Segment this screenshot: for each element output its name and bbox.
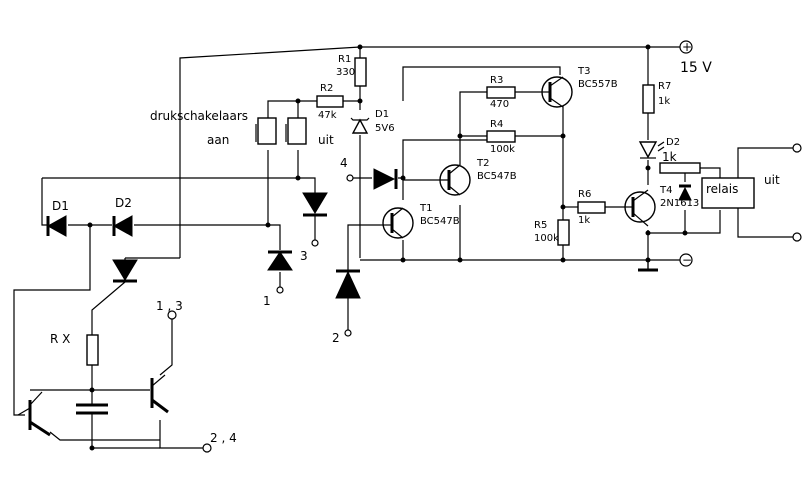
left-d2-diode bbox=[112, 215, 133, 237]
supply-label: 15 V bbox=[680, 60, 712, 76]
t4-type: 2N1613 bbox=[660, 198, 699, 209]
r6-resistor bbox=[577, 201, 606, 214]
out-right-label: uit bbox=[764, 173, 780, 187]
left-d1-label: D1 bbox=[52, 199, 69, 213]
t2-name: T2 bbox=[476, 158, 489, 169]
wires bbox=[13, 46, 795, 449]
r4-value: 100k bbox=[490, 144, 515, 155]
r2-value: 47k bbox=[318, 110, 337, 121]
r7-resistor bbox=[642, 84, 655, 114]
t4-name: T4 bbox=[659, 185, 672, 196]
terminal-1[interactable] bbox=[276, 286, 284, 294]
r1-value: 330 bbox=[336, 67, 355, 78]
r-relay-resistor bbox=[659, 162, 701, 174]
diode-terminal-3 bbox=[302, 192, 328, 214]
switch-on-label: aan bbox=[207, 133, 229, 147]
left-d2-label: D2 bbox=[115, 196, 132, 210]
terminal-13[interactable] bbox=[167, 310, 177, 320]
d2-right-name: D2 bbox=[666, 137, 680, 148]
relay-flyback-diode bbox=[678, 186, 692, 201]
relay-label: relais bbox=[706, 182, 738, 196]
r2-resistor bbox=[316, 95, 344, 108]
relay-box bbox=[701, 177, 755, 209]
r7-name: R7 bbox=[658, 81, 671, 92]
term-4-label: 4 bbox=[340, 156, 348, 170]
t1-name: T1 bbox=[419, 203, 432, 214]
out-terminal-bottom[interactable] bbox=[792, 232, 802, 242]
d1-name: D1 bbox=[375, 109, 389, 120]
left-diode-down bbox=[112, 259, 138, 281]
out-terminal-top[interactable] bbox=[792, 143, 802, 153]
term-24-label: 2 , 4 bbox=[210, 431, 237, 445]
diodes bbox=[46, 117, 692, 299]
r1-resistor bbox=[354, 57, 367, 87]
r3-value: 470 bbox=[490, 99, 509, 110]
switch-off bbox=[287, 117, 307, 145]
terminal-4[interactable] bbox=[346, 174, 354, 182]
d1-zener-diode bbox=[351, 118, 369, 134]
labels: R1 330 R2 47k D1 5V6 R3 470 R4 100k T3 B… bbox=[50, 40, 780, 445]
term-1-label: 1 bbox=[263, 294, 271, 308]
r6-value: 1k bbox=[578, 215, 590, 226]
r2-name: R2 bbox=[320, 83, 333, 94]
r5-name: R5 bbox=[534, 220, 547, 231]
plus-symbol: + bbox=[682, 40, 692, 54]
diode-terminal-4 bbox=[373, 168, 396, 190]
t3-type: BC557B bbox=[578, 79, 618, 90]
resistors bbox=[86, 57, 701, 366]
switch-off-label: uit bbox=[318, 133, 334, 147]
push-switches bbox=[255, 117, 307, 145]
diode-terminal-2 bbox=[335, 270, 361, 299]
minus-symbol: − bbox=[682, 253, 692, 267]
term-3-label: 3 bbox=[300, 249, 308, 263]
minus-terminal[interactable] bbox=[679, 253, 693, 267]
r6-name: R6 bbox=[578, 189, 591, 200]
r5-value: 100k bbox=[534, 233, 559, 244]
rx-resistor bbox=[86, 334, 99, 366]
term-13-label: 1 , 3 bbox=[156, 299, 183, 313]
switches-label: drukschakelaars bbox=[150, 109, 248, 123]
rx-label: R X bbox=[50, 332, 70, 346]
r3-resistor bbox=[486, 86, 516, 99]
r1-name: R1 bbox=[338, 54, 351, 65]
r4-resistor bbox=[486, 130, 516, 143]
terminal-3[interactable] bbox=[311, 239, 319, 247]
terminal-2[interactable] bbox=[344, 329, 352, 337]
diode-terminal-1 bbox=[267, 251, 293, 271]
t2-type: BC547B bbox=[477, 171, 517, 182]
d2-right-value: 1k bbox=[662, 150, 677, 164]
r3-name: R3 bbox=[490, 75, 503, 86]
d1-value: 5V6 bbox=[375, 123, 395, 134]
r4-name: R4 bbox=[490, 119, 503, 130]
switch-on bbox=[257, 117, 277, 145]
capacitor bbox=[76, 390, 108, 418]
left-d1-diode bbox=[46, 215, 67, 237]
t1-type: BC547B bbox=[420, 216, 460, 227]
plus-terminal[interactable] bbox=[679, 40, 693, 54]
t3-name: T3 bbox=[577, 66, 590, 77]
terminal-24[interactable] bbox=[202, 443, 212, 453]
transistors bbox=[17, 76, 656, 437]
terminals bbox=[167, 40, 802, 453]
term-2-label: 2 bbox=[332, 331, 340, 345]
r7-value: 1k bbox=[658, 96, 670, 107]
r5-resistor bbox=[557, 219, 570, 246]
junction-dots bbox=[87, 44, 688, 451]
d2-led bbox=[638, 141, 658, 159]
